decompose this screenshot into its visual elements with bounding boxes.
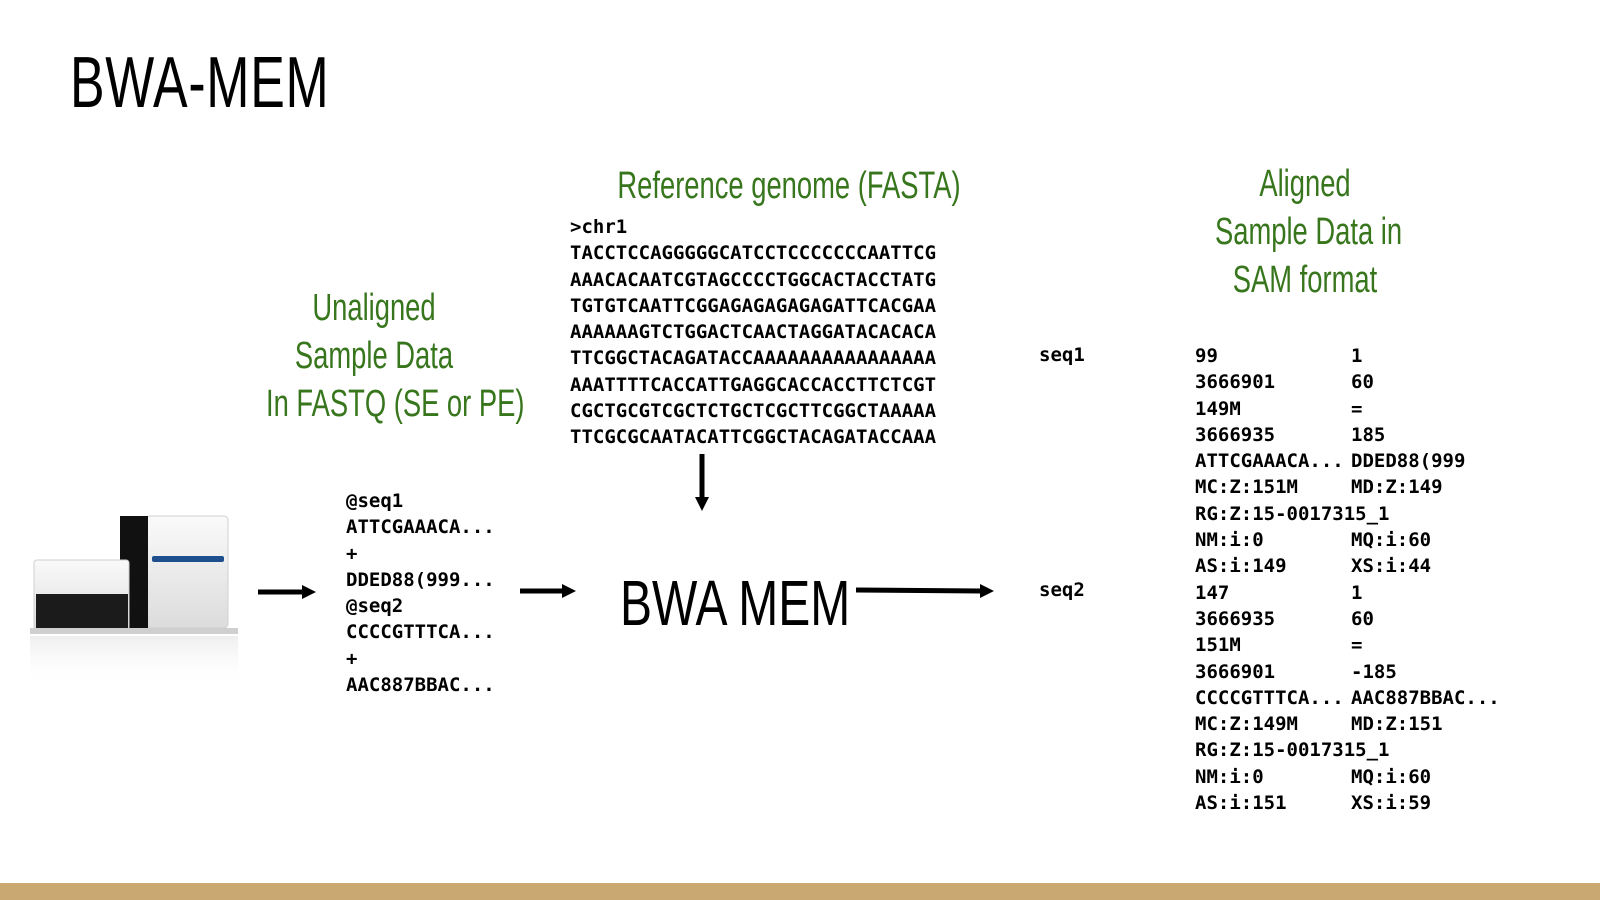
sam-field: MC:Z:151M xyxy=(1195,476,1298,499)
sam-field: 147 xyxy=(1195,581,1230,604)
fasta-line: >chr1 xyxy=(570,216,628,238)
fasta-line: CGCTGCGTCGCTCTGCTCGCTTCGGCTAAAAA xyxy=(570,400,937,423)
fastq-line: ATTCGAAACA... xyxy=(346,516,495,539)
fasta-line: TTCGGCTACAGATACCAAAAAAAAAAAAAAAA xyxy=(570,347,937,370)
sam-field: 60 xyxy=(1351,607,1374,630)
sam-field: CCCCGTTTCA... xyxy=(1195,686,1344,709)
sam-field: NM:i:0 xyxy=(1195,765,1264,788)
sam-field: XS:i:44 xyxy=(1351,555,1432,578)
fasta-line: AAACACAATCGTAGCCCCTGGCACTACCTATG xyxy=(570,268,937,291)
sam-seq2-label: seq2 xyxy=(1039,579,1085,601)
fastq-line: @seq2 xyxy=(346,595,404,618)
fastq-line: CCCCGTTTCA... xyxy=(346,621,495,644)
sam-field xyxy=(1351,501,1500,527)
sam-field: = xyxy=(1351,397,1363,420)
sam-field: MQ:i:60 xyxy=(1351,529,1432,552)
sam-field: MQ:i:60 xyxy=(1351,765,1432,788)
unaligned-heading: Unaligned Sample Data In FASTQ (SE or PE… xyxy=(266,287,525,425)
reference-heading: Reference genome (FASTA) xyxy=(617,165,961,207)
sam-field: AS:i:149 xyxy=(1195,555,1287,578)
fastq-line: AAC887BBAC... xyxy=(346,674,495,697)
sam-field: MD:Z:149 xyxy=(1351,476,1443,499)
sam-field: XS:i:59 xyxy=(1351,792,1432,815)
sam-field xyxy=(1351,737,1500,763)
sam-field: MC:Z:149M xyxy=(1195,713,1298,736)
sam-field: MD:Z:151 xyxy=(1351,713,1443,736)
sam-field: 151M xyxy=(1195,634,1241,657)
sam-field: ATTCGAAACA... xyxy=(1195,450,1344,473)
bwa-mem-label: BWA MEM xyxy=(620,567,851,639)
sam-field: 185 xyxy=(1351,423,1386,446)
sam-field: 3666901 xyxy=(1195,660,1276,683)
fasta-line: TGTGTCAATTCGGAGAGAGAGAGATTCACGAA xyxy=(570,294,937,317)
sam-field: 1 xyxy=(1351,581,1363,604)
sam-field: 1 xyxy=(1351,345,1363,367)
arrow-reference-to-bwa xyxy=(695,454,709,511)
sam-field: 3666901 xyxy=(1195,371,1276,394)
fasta-line: AAATTTTCACCATTGAGGCACCACCTTCTCGT xyxy=(570,373,937,396)
sam-field: AAC887BBAC... xyxy=(1351,686,1500,709)
sam-field: = xyxy=(1351,634,1363,657)
arrow-bwa-to-sam xyxy=(856,584,994,598)
sam-field: RG:Z:15-0017315_1 xyxy=(1195,502,1390,525)
sam-field: NM:i:0 xyxy=(1195,529,1264,552)
sam-field: 3666935 xyxy=(1195,607,1276,630)
sam-field: DDED88(999 xyxy=(1351,450,1466,473)
sam-field: RG:Z:15-0017315_1 xyxy=(1195,739,1390,762)
sequencer-machine-icon xyxy=(30,515,238,686)
arrow-fastq-to-bwa xyxy=(520,584,576,598)
bottom-accent-bar xyxy=(0,883,1600,900)
sam-field: 99 xyxy=(1195,345,1218,367)
sam-field: AS:i:151 xyxy=(1195,792,1287,815)
fastq-line: + xyxy=(346,647,358,670)
sam-field: 3666935 xyxy=(1195,423,1276,446)
fasta-line: TACCTCCAGGGGGCATCCTCCCCCCCAATTCG xyxy=(570,242,937,265)
aligned-heading: Aligned Sample Data in SAM format xyxy=(1215,163,1403,301)
sam-field: 60 xyxy=(1351,371,1374,394)
fastq-line: + xyxy=(346,542,358,565)
fasta-line: TTCGCGCAATACATTCGGCTACAGATACCAAA xyxy=(570,426,937,449)
sam-field: 149M xyxy=(1195,397,1241,420)
fastq-line: DDED88(999... xyxy=(346,568,495,591)
fastq-line: @seq1 xyxy=(346,490,404,512)
sam-field: -185 xyxy=(1351,660,1397,683)
sam-seq1-label: seq1 xyxy=(1039,344,1085,366)
fasta-line: AAAAAAGTCTGGACTCAACTAGGATACACACA xyxy=(570,321,937,344)
page-title: BWA-MEM xyxy=(70,43,330,123)
arrow-sequencer-to-fastq xyxy=(258,585,316,599)
